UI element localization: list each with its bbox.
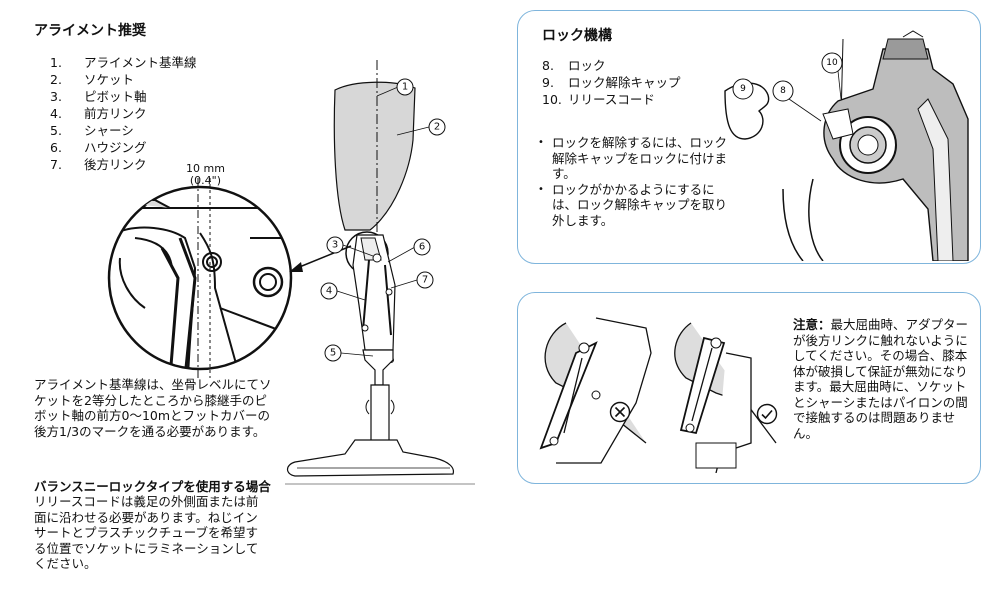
list-item: ロックを解除するには、ロック解除キャップをロックに付けます。	[532, 135, 732, 182]
alignment-paragraph: アライメント基準線は、坐骨レベルにてソケットを2等分したところから膝継手のピボッ…	[34, 377, 272, 439]
lock-title: ロック機構	[542, 28, 612, 44]
callout-1: 1	[402, 82, 408, 93]
list-item: 10.リリースコード	[542, 92, 655, 107]
callout-7: 7	[422, 275, 428, 286]
caution-panel: 注意：最大屈曲時、アダプターが後方リンクに触れないようにしてください。その場合、…	[517, 292, 981, 484]
list-item: 1.アライメント基準線	[50, 55, 197, 70]
list-item: 7.後方リンク	[50, 157, 147, 172]
alignment-title: アライメント推奨	[34, 23, 146, 39]
callout-6: 6	[419, 242, 425, 253]
callout-3: 3	[332, 240, 338, 251]
list-item: 4.前方リンク	[50, 106, 147, 121]
callout-5: 5	[330, 348, 336, 359]
lock-instructions: ロックを解除するには、ロック解除キャップをロックに付けます。 ロックがかかるよう…	[532, 135, 732, 228]
list-item: 6.ハウジング	[50, 140, 147, 155]
callout-8: 8	[780, 86, 786, 96]
check-circle-icon	[756, 403, 778, 425]
alignment-diagram: 1 2 3 6 7 4 5	[285, 60, 475, 485]
callout-10: 10	[826, 58, 838, 68]
lock-parts-list: 8.ロック 9.ロック解除キャップ 10.リリースコード	[542, 57, 681, 108]
cross-circle-icon	[609, 401, 631, 423]
caution-body: 最大屈曲時、アダプターが後方リンクに触れないようにしてください。その場合、膝本体…	[793, 317, 969, 441]
callout-2: 2	[434, 122, 440, 133]
callout-9: 9	[740, 84, 746, 94]
list-item: 5.シャーシ	[50, 123, 134, 138]
lock-panel: ロック機構 8.ロック 9.ロック解除キャップ 10.リリースコード ロックを解…	[517, 10, 981, 264]
balance-text: リリースコードは義足の外側面または前面に沿わせる必要があります。ねじインサートと…	[34, 494, 259, 571]
max-flexion-illustration	[539, 317, 777, 473]
callout-4: 4	[326, 286, 332, 297]
offset-dimension: 10 mm (0.4")	[186, 162, 225, 187]
list-item: 3.ピボット軸	[50, 89, 147, 104]
caution-label: 注意：	[793, 317, 831, 332]
alignment-parts-list: 1.アライメント基準線 2.ソケット 3.ピボット軸 4.前方リンク 5.シャー…	[50, 54, 197, 173]
pivot-detail-zoom	[107, 178, 293, 378]
list-item: 8.ロック	[542, 58, 606, 73]
list-item: 9.ロック解除キャップ	[542, 75, 681, 90]
balance-title: バランスニーロックタイプを使用する場合	[34, 479, 271, 494]
list-item: 2.ソケット	[50, 72, 135, 87]
list-item: ロックがかかるようにするには、ロック解除キャップを取り外します。	[532, 182, 732, 229]
caution-text: 注意：最大屈曲時、アダプターが後方リンクに触れないようにしてください。その場合、…	[793, 317, 969, 441]
lock-mechanism-illustration: 9 10 8	[724, 30, 969, 261]
